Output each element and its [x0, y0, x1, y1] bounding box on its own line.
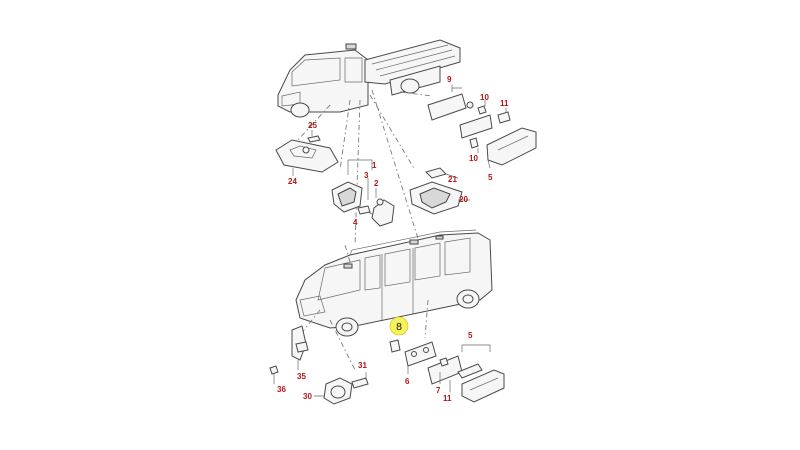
highlight-circle[interactable] [389, 316, 409, 336]
callout-5-top: 5 [488, 173, 493, 182]
callout-35: 35 [297, 372, 306, 381]
callout-2: 2 [374, 179, 379, 188]
highlight-callout-8[interactable]: 8 [389, 316, 409, 336]
callout-1: 1 [372, 161, 377, 170]
callout-25: 25 [308, 121, 317, 130]
callout-20: 20 [459, 195, 468, 204]
callout-11-top: 11 [500, 99, 509, 108]
reading-lamp-assembly [331, 159, 395, 227]
side-lamp-assembly-top [427, 85, 537, 169]
callout-6: 6 [405, 377, 410, 386]
highlight-label: 8 [396, 322, 402, 333]
callout-10-mid: 10 [469, 154, 478, 163]
flatbed-truck [277, 39, 461, 118]
side-lamp-assembly-bottom [389, 339, 505, 403]
callout-4: 4 [353, 218, 358, 227]
minibus [295, 229, 493, 337]
callout-21: 21 [448, 175, 457, 184]
callout-11-bottom: 11 [443, 394, 452, 403]
callout-30: 30 [303, 392, 312, 401]
callout-10-top: 10 [480, 93, 489, 102]
callout-31: 31 [358, 361, 367, 370]
callout-24: 24 [288, 177, 297, 186]
lower-left-parts [269, 325, 369, 405]
interior-lamp-20 [409, 167, 470, 215]
callout-3: 3 [364, 171, 369, 180]
callout-7: 7 [436, 386, 441, 395]
callout-36: 36 [277, 385, 286, 394]
callout-5-bottom: 5 [468, 331, 473, 340]
callout-9: 9 [447, 75, 452, 84]
interior-lamp-24 [275, 130, 339, 176]
